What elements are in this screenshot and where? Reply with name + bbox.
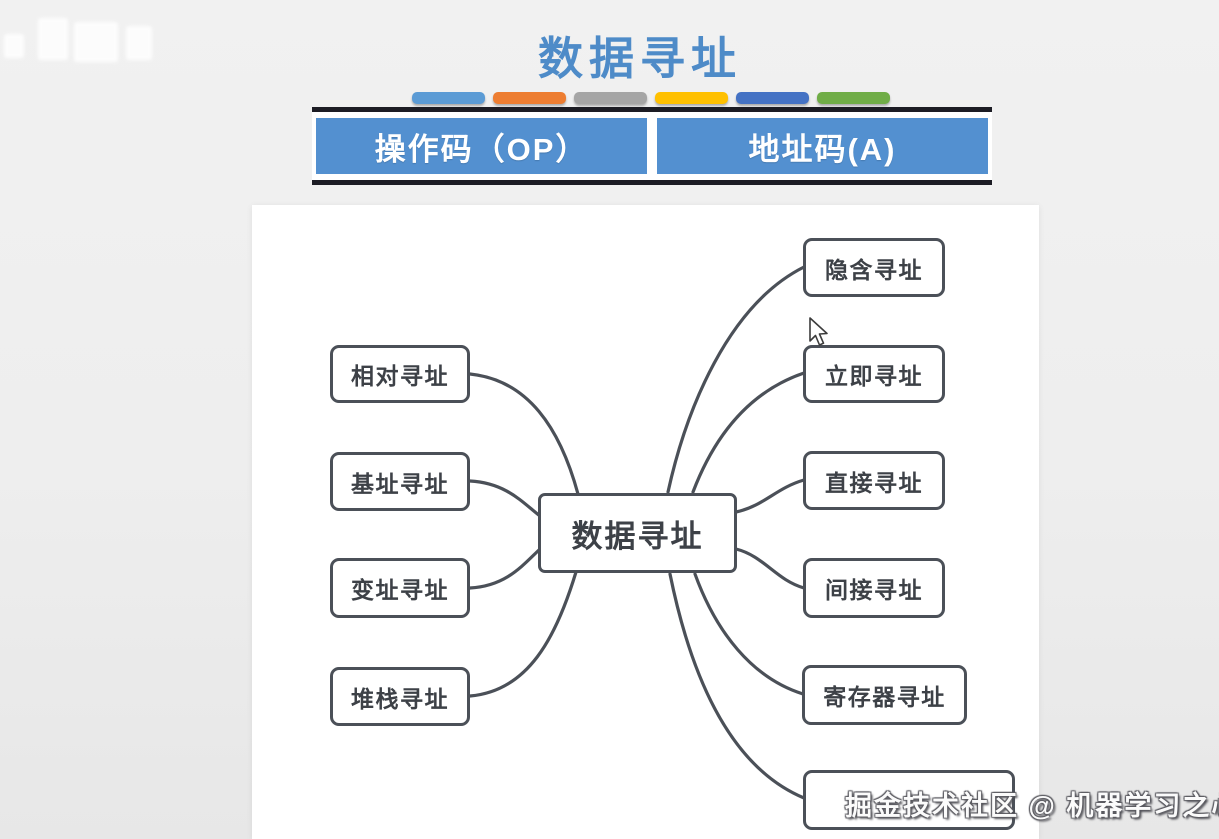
node-indirect-addressing: 间接寻址: [803, 558, 945, 618]
connector-immediate: [691, 371, 806, 494]
node-data-addressing-center: 数据寻址: [538, 493, 737, 573]
mouse-cursor-icon: [809, 317, 828, 346]
accent-bar: [412, 92, 485, 104]
address-cell: 地址码(A): [657, 118, 988, 174]
connector-base: [468, 479, 542, 518]
node-relative-addressing: 相对寻址: [330, 345, 470, 403]
node-base-addressing: 基址寻址: [330, 452, 470, 511]
accent-bar-row: [412, 92, 890, 104]
logo-blob: [38, 18, 68, 60]
community-watermark-text: 掘金技术社区 @ 机器学习之心AI: [845, 791, 1219, 821]
accent-bar: [655, 92, 728, 104]
logo-blob: [4, 34, 24, 58]
connector-register: [693, 572, 805, 696]
node-direct-addressing: 直接寻址: [803, 451, 945, 510]
node-register-addressing: 寄存器寻址: [802, 665, 967, 725]
page-title: 数据寻址: [537, 32, 742, 85]
channel-logo-watermark: [4, 12, 169, 67]
instruction-format-row: 操作码（OP） 地址码(A): [312, 107, 992, 185]
connector-obscured: [668, 572, 806, 800]
node-indexed-addressing: 变址寻址: [330, 558, 470, 618]
connector-direct: [734, 478, 806, 514]
logo-blob: [74, 22, 118, 62]
opcode-cell: 操作码（OP）: [316, 118, 647, 174]
connector-indirect: [734, 547, 806, 590]
logo-blob: [126, 26, 152, 60]
node-stack-addressing: 堆栈寻址: [330, 667, 470, 726]
connector-implicit: [666, 265, 806, 494]
accent-bar: [817, 92, 890, 104]
accent-bar: [736, 92, 809, 104]
connector-index: [468, 547, 542, 590]
node-immediate-addressing: 立即寻址: [803, 345, 945, 403]
connector-stack: [468, 570, 578, 698]
accent-bar: [574, 92, 647, 104]
connector-relative: [468, 372, 580, 496]
node-obscured-by-watermark: [803, 770, 1015, 830]
node-implicit-addressing: 隐含寻址: [803, 238, 945, 297]
accent-bar: [493, 92, 566, 104]
